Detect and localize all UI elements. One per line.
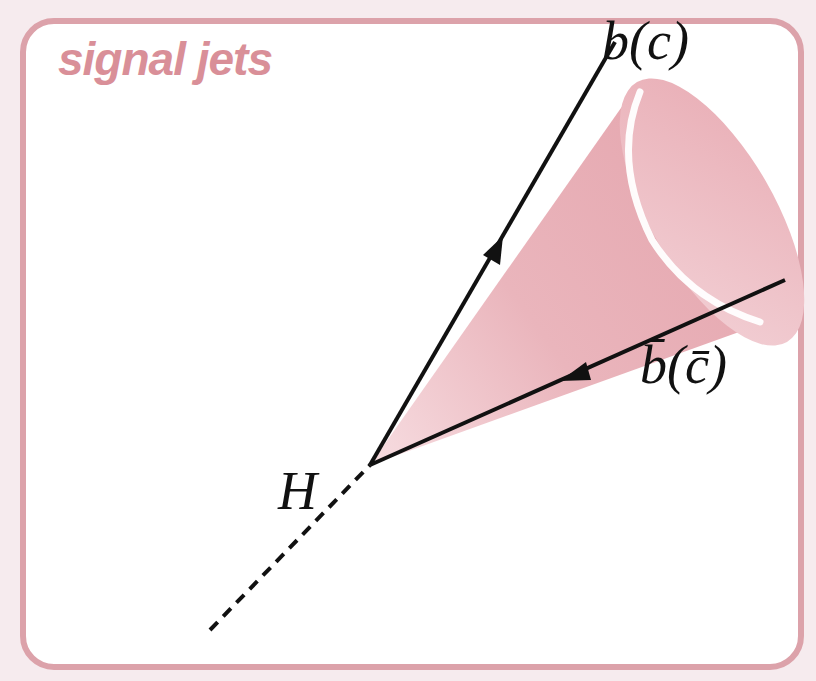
cone-highlight	[628, 92, 760, 322]
quark-label: b(c)	[602, 12, 689, 71]
panel-title: signal jets	[58, 32, 272, 86]
higgs-label: H	[278, 462, 317, 521]
quark-arrow	[483, 236, 503, 265]
antiquark-line	[370, 280, 785, 465]
quark-line	[370, 42, 615, 465]
antiquark-label: b̄(c̄)	[640, 336, 727, 395]
cone-cap	[583, 51, 816, 373]
antiquark-arrow	[560, 362, 591, 381]
